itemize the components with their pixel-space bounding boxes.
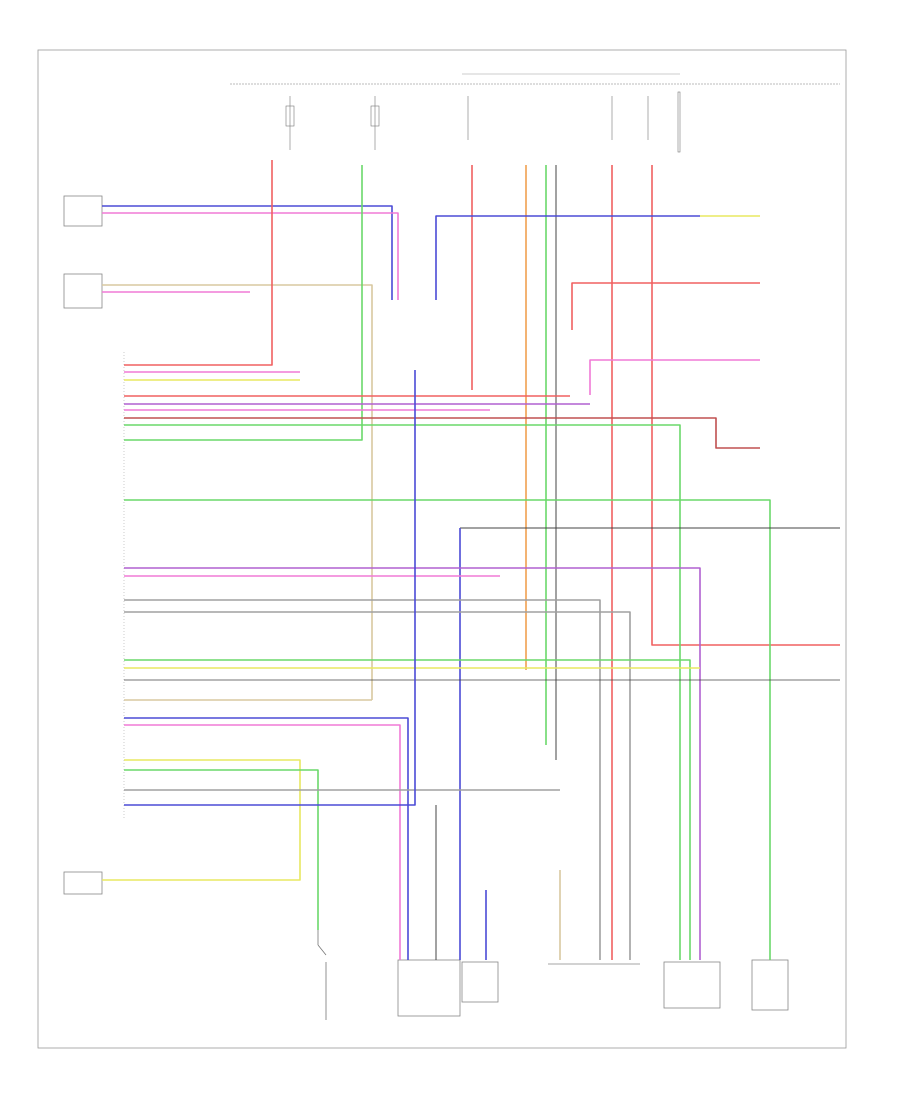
wire-blue-12 bbox=[435, 215, 700, 300]
wire-red-4 bbox=[124, 160, 273, 366]
wire-red-14 bbox=[571, 282, 760, 330]
wire-green-30 bbox=[124, 659, 691, 960]
left-component-2 bbox=[63, 273, 103, 309]
wire-blue-34 bbox=[124, 717, 409, 960]
wire-yellow-36 bbox=[102, 759, 301, 881]
bottom-module-2 bbox=[461, 961, 499, 1003]
left-component-bottom bbox=[63, 871, 103, 895]
wire-red-11 bbox=[651, 165, 840, 646]
wire-gray-28 bbox=[124, 599, 601, 960]
bottom-switch bbox=[317, 930, 327, 1020]
wire-darkred-21 bbox=[124, 417, 760, 449]
bottom-module-5 bbox=[751, 959, 789, 1011]
wire-gray-29 bbox=[124, 611, 631, 960]
wire-purple-26 bbox=[124, 567, 701, 960]
wire-pink-15 bbox=[589, 359, 760, 395]
diagram-frame bbox=[37, 49, 847, 1049]
wire-pink-35 bbox=[124, 724, 401, 960]
wire-tan-2 bbox=[102, 284, 373, 700]
bottom-module-4 bbox=[663, 961, 721, 1009]
wire-blue-0 bbox=[102, 205, 393, 300]
wire-blue-39 bbox=[124, 370, 416, 806]
wire-green-37 bbox=[124, 769, 319, 930]
left-component-1 bbox=[63, 195, 103, 227]
wire-layer bbox=[102, 160, 840, 960]
wire-pink-1 bbox=[102, 212, 399, 300]
wire-green-22 bbox=[124, 424, 681, 960]
wire-green-23 bbox=[124, 499, 771, 960]
wire-green-5 bbox=[124, 165, 363, 441]
bottom-module-1 bbox=[397, 959, 461, 1017]
fuse-group bbox=[285, 91, 681, 153]
